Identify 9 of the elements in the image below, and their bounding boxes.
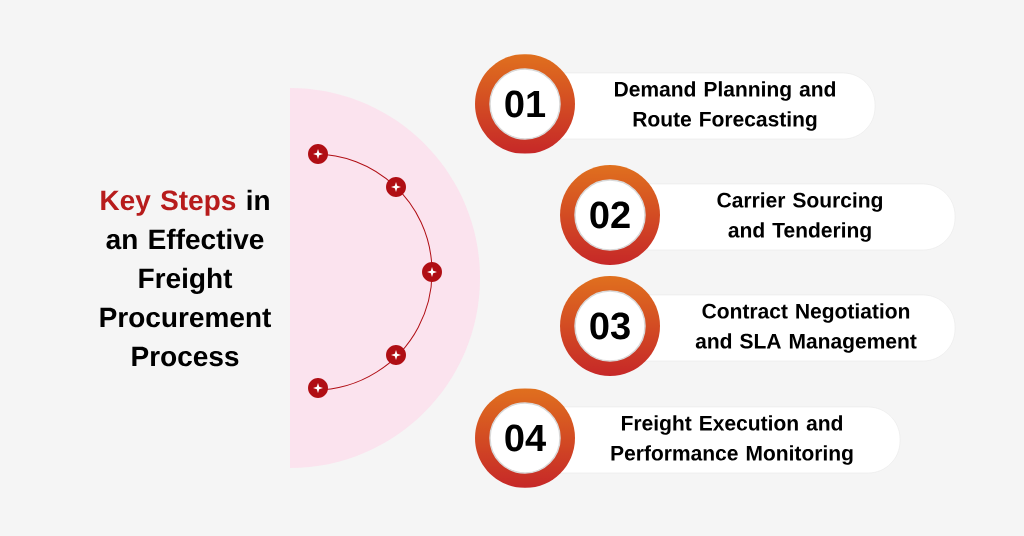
number-badge: 02 — [574, 179, 646, 251]
step-label: Carrier Sourcing and Tendering — [717, 192, 882, 242]
step-label: Demand Planning and Route Forecasting — [615, 81, 836, 131]
number-badge: 03 — [574, 290, 646, 362]
title: Key Steps in an Effective Freight Procurement Process — [100, 189, 271, 367]
number-badge: 01 — [489, 68, 561, 140]
number-badge: 04 — [489, 402, 561, 474]
step-label: Freight Execution and Performance Monitoring — [611, 415, 853, 465]
step-label: Contract Negotiation and SLA Management — [695, 303, 917, 353]
